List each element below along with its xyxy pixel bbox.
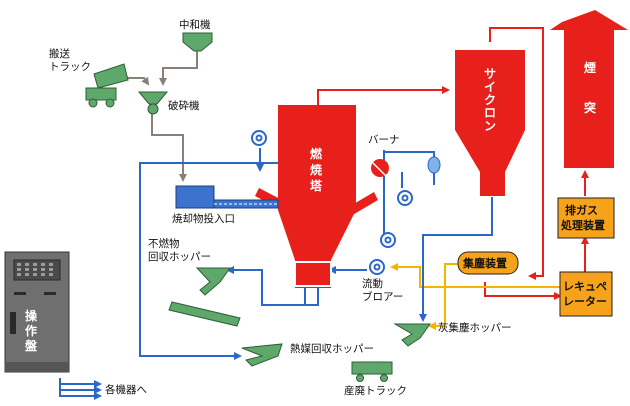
recuperator xyxy=(559,271,613,317)
control-panel-label: 操 作 盤 xyxy=(24,308,41,353)
fluid-blower-label-line2: ブロアー xyxy=(362,290,403,303)
noncombustible-hopper-label-line2: 回収ホッパー xyxy=(148,251,211,263)
to-equipment-label: 各機器へ xyxy=(105,383,147,396)
furnace-label: 燃 焼 塔 xyxy=(310,146,326,193)
waste-truck-icon xyxy=(351,361,393,382)
chimney-label: 煙 突 xyxy=(584,60,600,115)
chimney-label-c2: 突 xyxy=(584,100,596,115)
fluid-blower-label-line1: 流動 xyxy=(362,277,383,290)
feed-lines xyxy=(124,50,198,182)
hopper-icon xyxy=(168,267,241,327)
noncombustible-hopper-label-line1: 不燃物 xyxy=(148,237,180,250)
transport-truck-label-line2: トラック xyxy=(49,61,91,73)
transport-truck-label: 搬送 トラック xyxy=(49,47,91,73)
burner xyxy=(371,159,389,177)
control-panel xyxy=(4,251,70,373)
furnace xyxy=(255,105,378,288)
cyclone-label: サ イ ク ロ ン xyxy=(484,67,500,133)
cyclone xyxy=(455,50,525,196)
neutralizer-hopper xyxy=(182,32,213,52)
dust-collector-label: 集塵装置 xyxy=(462,256,507,270)
chimney xyxy=(550,10,628,168)
fuel-valve-icon xyxy=(427,156,441,174)
incinerator-inlet-label: 焼却物投入口 xyxy=(172,212,235,225)
recuperator-label: レキュペ レーター xyxy=(563,280,611,308)
thermal-media-hopper-label: 熱媒回収ホッパー xyxy=(290,342,374,355)
air-lines xyxy=(390,263,560,330)
gas-treatment-label-line1: 排ガス xyxy=(565,203,598,217)
recuperator-label-line1: レキュペ xyxy=(563,280,607,293)
cyclone-label-c5: ン xyxy=(484,119,496,133)
control-panel-label-c1: 操 xyxy=(25,308,38,323)
control-panel-label-c2: 作 xyxy=(25,323,37,338)
cyclone-label-c3: ク xyxy=(484,93,496,107)
gas-treatment-label-line2: 処理装置 xyxy=(560,218,605,232)
control-panel-label-c3: 盤 xyxy=(24,338,38,353)
blower-icon xyxy=(251,130,413,275)
fluid-blower-label: 流動 ブロアー xyxy=(362,277,403,303)
gas-treatment-unit xyxy=(557,197,615,239)
thermal-media-hopper xyxy=(241,343,283,367)
cyclone-label-c1: サ xyxy=(484,67,496,81)
waste-truck-label: 産廃トラック xyxy=(344,384,407,397)
recuperator-label-line2: レーター xyxy=(563,295,607,308)
incinerator-inlet xyxy=(175,185,279,209)
furnace-label-c2: 焼 xyxy=(310,162,322,177)
gas-treatment-label: 排ガス 処理装置 xyxy=(560,203,605,232)
truck-icon xyxy=(85,63,129,108)
neutralizer-label: 中和機 xyxy=(179,18,211,31)
exhaust-lines xyxy=(317,27,589,300)
crusher-icon xyxy=(137,91,169,115)
cyclone-label-c2: イ xyxy=(484,80,496,94)
furnace-label-c1: 燃 xyxy=(310,146,323,161)
noncombustible-hopper-label: 不燃物 回収ホッパー xyxy=(148,237,211,263)
dust-collector xyxy=(457,251,519,275)
ash-hopper-label: 灰集塵ホッパー xyxy=(438,321,512,334)
cyclone-label-c4: ロ xyxy=(484,106,496,120)
burner-label: バーナ xyxy=(368,134,400,146)
crusher-label: 破砕機 xyxy=(168,99,200,112)
chimney-label-c1: 煙 xyxy=(584,60,596,75)
control-lines xyxy=(59,148,493,400)
transport-truck-label-line1: 搬送 xyxy=(49,47,70,60)
ash-hopper xyxy=(393,323,431,347)
furnace-label-c3: 塔 xyxy=(310,178,323,193)
